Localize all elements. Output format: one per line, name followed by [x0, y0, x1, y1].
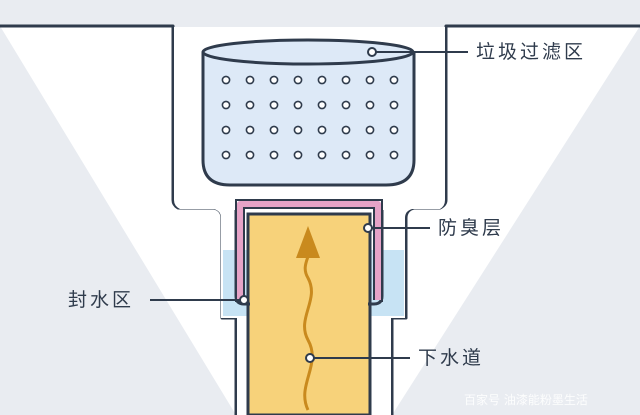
filter-hole	[389, 75, 399, 85]
filter-hole	[365, 100, 375, 110]
filter-hole	[365, 75, 375, 85]
filter-hole	[269, 150, 279, 160]
filter-hole	[293, 100, 303, 110]
filter-hole	[317, 100, 327, 110]
marker-drain	[305, 353, 315, 363]
filter-basket	[201, 52, 416, 187]
filter-hole	[317, 150, 327, 160]
filter-hole	[293, 125, 303, 135]
flow-line	[303, 249, 314, 411]
marker-seal	[239, 295, 249, 305]
label-odor-layer: 防臭层	[438, 217, 504, 239]
filter-hole	[245, 100, 255, 110]
filter-hole	[245, 150, 255, 160]
filter-hole	[221, 75, 231, 85]
filter-hole	[221, 125, 231, 135]
filter-hole	[389, 100, 399, 110]
filter-holes	[221, 75, 399, 160]
filter-hole	[365, 150, 375, 160]
marker-odor	[363, 223, 373, 233]
watermark-text: 百家号 油漆能粉墨生活	[464, 392, 588, 407]
filter-hole	[245, 75, 255, 85]
filter-hole	[269, 125, 279, 135]
flow-arrow-icon	[296, 226, 320, 258]
label-water-seal-zone: 封水区	[68, 289, 134, 311]
label-filter-zone: 垃圾过滤区	[476, 41, 586, 63]
odor-barrier-outline	[235, 199, 383, 302]
filter-hole	[317, 75, 327, 85]
filter-hole	[317, 125, 327, 135]
filter-hole	[341, 75, 351, 85]
filter-hole	[221, 150, 231, 160]
filter-hole	[341, 125, 351, 135]
marker-filter	[367, 47, 377, 57]
filter-hole	[245, 125, 255, 135]
filter-hole	[293, 150, 303, 160]
filter-hole	[221, 100, 231, 110]
filter-hole	[269, 75, 279, 85]
drain-pipe	[246, 212, 372, 415]
odor-barrier-layer	[237, 201, 381, 300]
filter-hole	[389, 125, 399, 135]
filter-hole	[389, 150, 399, 160]
filter-hole	[341, 100, 351, 110]
label-drain-pipe: 下水道	[418, 347, 484, 369]
filter-hole	[269, 100, 279, 110]
filter-hole	[293, 75, 303, 85]
filter-hole	[365, 125, 375, 135]
filter-hole	[341, 150, 351, 160]
